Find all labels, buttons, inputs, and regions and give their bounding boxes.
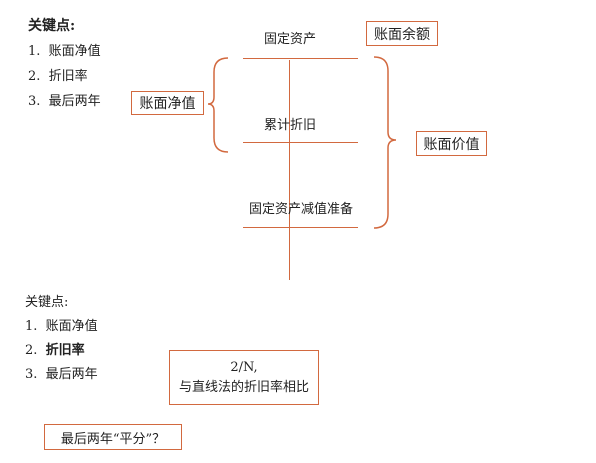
box-rate-note: 2/N, 与直线法的折旧率相比	[169, 350, 319, 405]
row-label-impairment-provision: 固定资产减值准备	[249, 202, 354, 217]
top-keypoint-1-num: 1.	[28, 44, 41, 59]
diagram-line-2	[243, 142, 358, 143]
top-keypoint-2: 2. 折旧率	[28, 68, 88, 86]
rate-note-line1: 2/N,	[230, 359, 258, 375]
bottom-keypoint-3-text: 最后两年	[45, 367, 98, 382]
bottom-keypoint-2-num: 2.	[25, 343, 38, 358]
box-book-value: 账面价值	[416, 131, 487, 156]
box-book-balance: 账面余额	[366, 21, 438, 46]
box-last-two-years-question: 最后两年“平分”？	[44, 424, 182, 450]
diagram-line-1	[243, 58, 358, 59]
diagram-line-3	[243, 227, 358, 228]
right-brace	[373, 56, 397, 229]
rate-note-line2: 与直线法的折旧率相比	[178, 379, 309, 395]
bottom-keypoint-3: 3. 最后两年	[25, 366, 98, 384]
bottom-keypoints-heading: 关键点:	[25, 295, 69, 310]
bottom-keypoint-1: 1. 账面净值	[25, 318, 98, 336]
top-keypoint-3-num: 3.	[28, 94, 41, 109]
bottom-keypoint-3-num: 3.	[25, 367, 38, 382]
top-keypoint-3: 3. 最后两年	[28, 93, 101, 111]
box-net-value: 账面净值	[131, 91, 204, 115]
bottom-keypoint-1-text: 账面净值	[45, 319, 98, 334]
left-brace	[207, 57, 229, 153]
top-keypoint-1-text: 账面净值	[48, 44, 101, 59]
top-keypoints-heading: 关键点:	[28, 18, 76, 34]
row-label-accumulated-depreciation: 累计折旧	[264, 118, 317, 133]
top-keypoint-2-num: 2.	[28, 69, 41, 84]
bottom-keypoint-1-num: 1.	[25, 319, 38, 334]
bottom-keypoint-2-text: 折旧率	[45, 343, 85, 358]
row-label-fixed-assets: 固定资产	[264, 32, 317, 47]
top-keypoint-3-text: 最后两年	[48, 94, 101, 109]
bottom-keypoint-2: 2. 折旧率	[25, 342, 85, 360]
diagram-vertical-line	[289, 60, 290, 280]
top-keypoint-1: 1. 账面净值	[28, 43, 101, 61]
top-keypoint-2-text: 折旧率	[48, 69, 88, 84]
